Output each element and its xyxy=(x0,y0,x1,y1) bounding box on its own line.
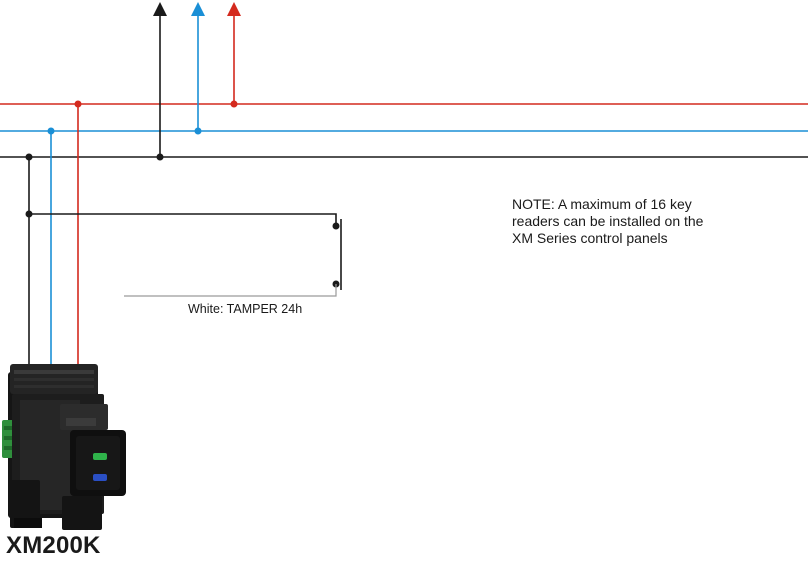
xm200k-device xyxy=(2,364,126,530)
note-line-2: readers can be installed on the xyxy=(512,213,704,229)
device-black-wire xyxy=(25,153,33,368)
note-line-1: NOTE: A maximum of 16 key xyxy=(512,196,692,212)
installation-note: NOTE: A maximum of 16 key readers can be… xyxy=(512,196,782,247)
device-model-label: XM200K xyxy=(6,532,101,559)
red-arrow-up xyxy=(227,2,241,108)
blue-arrow-up xyxy=(191,2,205,135)
status-led-blue xyxy=(93,474,107,481)
note-line-3: XM Series control panels xyxy=(512,230,668,246)
tamper-loop xyxy=(25,210,342,297)
device-blue-wire xyxy=(47,127,55,368)
black-arrow-up xyxy=(153,2,167,161)
device-red-wire xyxy=(74,100,82,368)
status-led-green xyxy=(93,453,107,460)
tamper-wire-label: White: TAMPER 24h xyxy=(188,302,303,316)
